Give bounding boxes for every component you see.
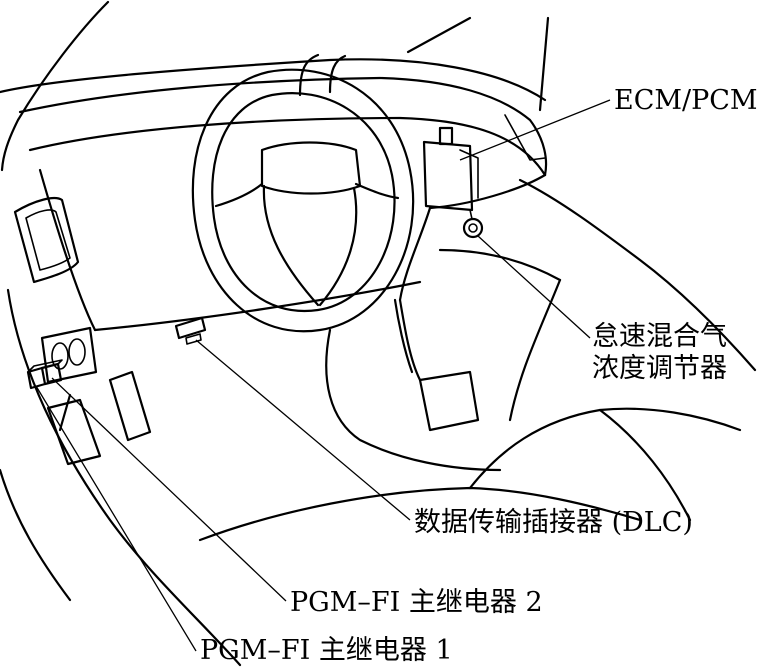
leader-relay-2 (52, 378, 286, 601)
center-console (326, 208, 560, 470)
dashboard-panel (20, 78, 546, 330)
leader-dlc (196, 340, 410, 520)
label-dlc: 数据传输插接器 (DLC) (414, 508, 693, 538)
switch-panel (42, 328, 96, 382)
label-main-relay-1: PGM–FI 主继电器 1 (200, 636, 453, 666)
dlc-connector (176, 318, 205, 344)
ecm-pcm-unit (424, 128, 478, 210)
label-idle-mixture-line1: 怠速混合气 (592, 322, 727, 352)
leader-idle-mixture (478, 236, 590, 338)
leader-relay-1 (36, 386, 196, 651)
idle-mixture-adjuster (464, 210, 482, 237)
pedals (48, 372, 150, 464)
label-main-relay-2: PGM–FI 主继电器 2 (290, 588, 543, 618)
left-air-vent (15, 198, 78, 282)
label-ecm-pcm: ECM/PCM (614, 86, 758, 116)
label-idle-mixture-line2: 浓度调节器 (592, 354, 727, 384)
